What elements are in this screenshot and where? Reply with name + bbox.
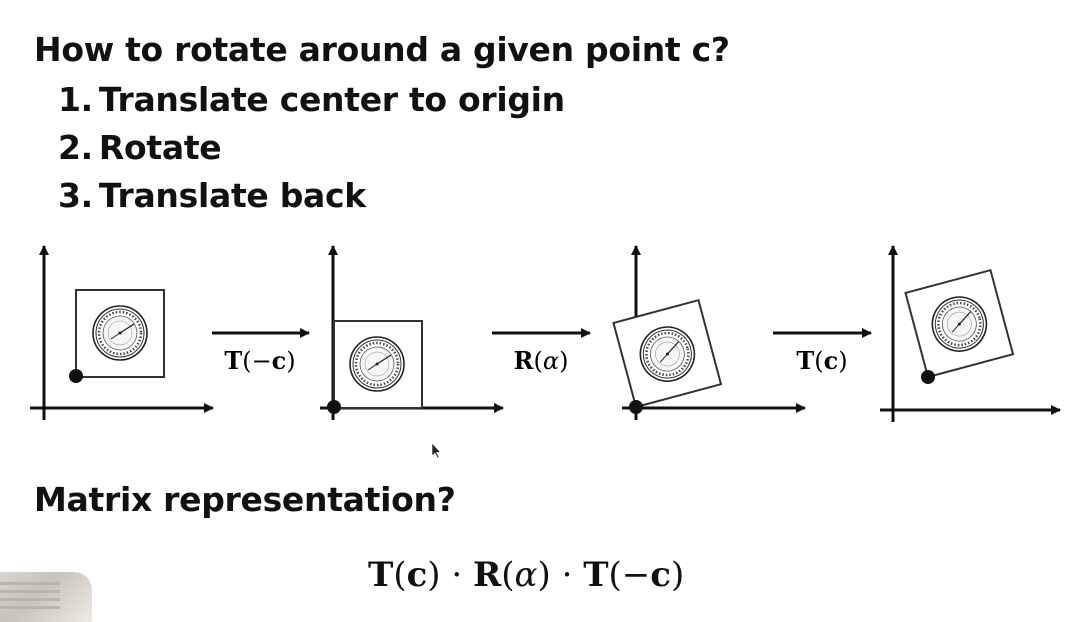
clock-icon [91, 304, 149, 362]
operation-label: T(−c) [224, 346, 295, 375]
step-number: 2. [58, 128, 93, 167]
op-prefix: − [252, 347, 272, 375]
panel-original [30, 245, 214, 420]
step-text: Translate center to origin [98, 80, 565, 119]
formula-arg: α [514, 555, 538, 595]
op-letter: R [514, 346, 535, 375]
formula-arg: c [406, 555, 428, 595]
step-item: 1.Translate center to origin [58, 76, 565, 124]
webcam-corner-image [0, 572, 92, 622]
rotated-clock [612, 298, 723, 409]
rotated-clock [904, 268, 1015, 379]
step-item: 3.Translate back [58, 172, 565, 220]
op-arg: α [543, 347, 559, 375]
center-point [69, 369, 83, 383]
op-letter: T [796, 346, 814, 375]
step-item: 2.Rotate [58, 124, 565, 172]
panel-rotated [612, 245, 806, 420]
center-point [629, 400, 643, 414]
clock-icon [348, 335, 406, 393]
operation-label: R(α) [514, 346, 569, 375]
formula-arg: c [650, 555, 671, 595]
panel-translated-back [880, 245, 1061, 422]
mouse-cursor-icon [431, 442, 442, 459]
op-letter: T [224, 346, 242, 375]
step-number: 3. [58, 176, 93, 215]
section-subtitle: Matrix representation? [34, 480, 456, 519]
steps-list: 1.Translate center to origin 2.Rotate 3.… [58, 76, 565, 220]
center-point [327, 400, 341, 414]
matrix-formula: T(c) · R(α) · T(−c) [368, 555, 685, 595]
op-arg: c [272, 346, 287, 375]
step-number: 1. [58, 80, 93, 119]
step-text: Translate back [98, 176, 366, 215]
formula-minus: − [621, 555, 651, 595]
slide-title: How to rotate around a given point c? [34, 30, 730, 69]
operation-label: T(c) [796, 346, 847, 375]
formula-dot: · [561, 555, 573, 595]
formula-rotate: R [472, 555, 502, 595]
panel-translated [320, 245, 504, 420]
formula-translate: T [368, 555, 394, 595]
formula-dot: · [451, 555, 463, 595]
step-text: Rotate [98, 128, 222, 167]
clock-frame [333, 320, 423, 409]
formula-translate: T [583, 555, 609, 595]
center-point [921, 370, 935, 384]
op-arg: c [824, 346, 839, 375]
